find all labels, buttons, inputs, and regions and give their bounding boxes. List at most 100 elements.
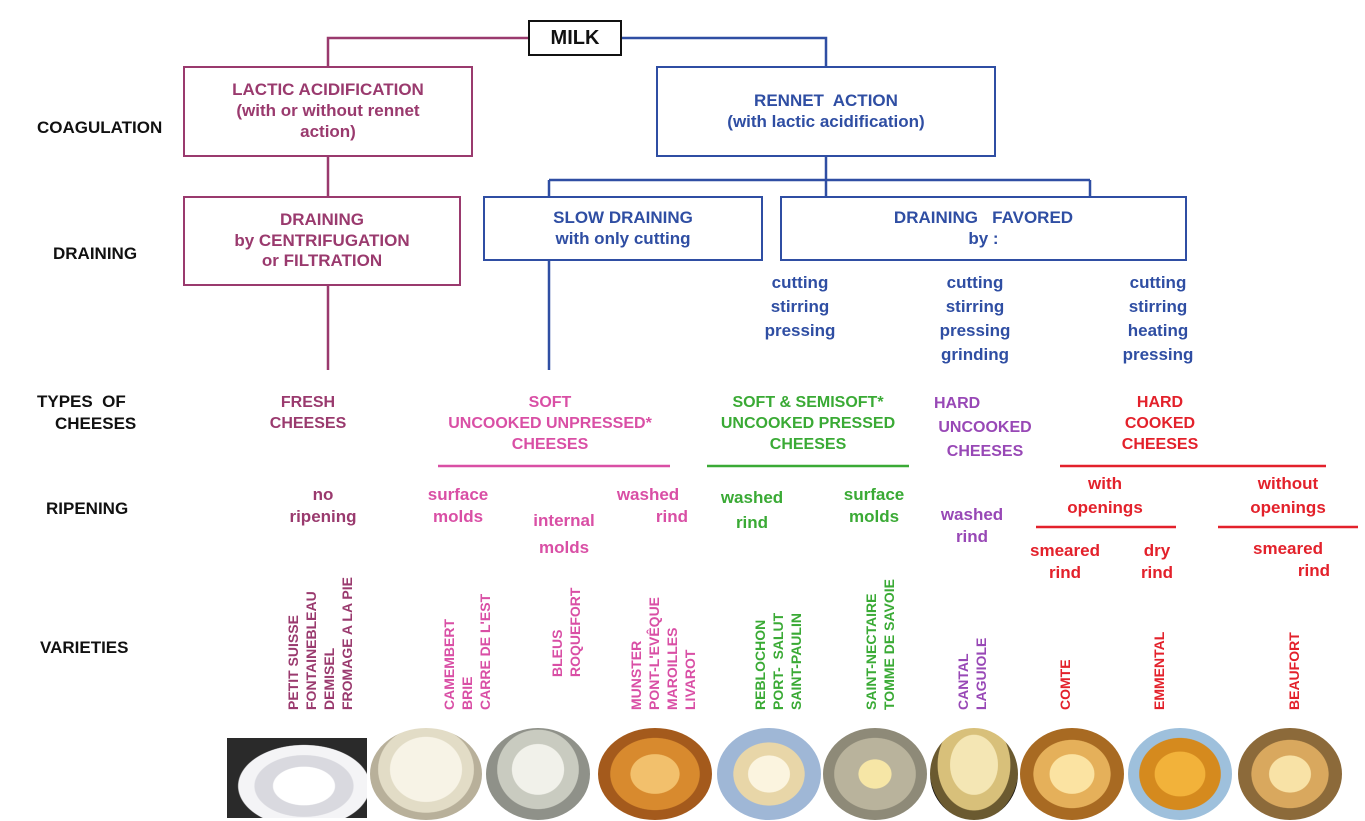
ripening-wr3-line-2: rind <box>955 527 989 546</box>
line-milk-to-rennet <box>622 36 828 66</box>
methods-heating: cutting stirring heating pressing <box>1108 271 1208 367</box>
ripening-wto-line-2: openings <box>1250 498 1326 517</box>
ripening-sr2-line-2: rind <box>1297 561 1330 580</box>
photo-beaufort <box>1238 728 1342 820</box>
varieties-hard-uncooked: CANTAL LAGUIOLE <box>954 608 990 710</box>
variety-reblochon: REBLOCHON <box>752 619 768 710</box>
type-semisoft: SOFT & SEMISOFT* UNCOOKED PRESSED CHEESE… <box>690 392 926 455</box>
ripening-wr2-line-2: rind <box>735 513 769 532</box>
varieties-surface-molds: CAMEMBERT BRIE CARRE DE L'EST <box>440 585 504 710</box>
photo-camembert-brie <box>370 728 482 820</box>
variety-livarot: LIVAROT <box>682 649 698 710</box>
lactic-acidification-box: LACTIC ACIDIFICATION (with or without re… <box>183 66 473 157</box>
variety-demisel: DEMISEL <box>321 647 337 710</box>
lactic-line-3: action) <box>300 121 356 141</box>
type-hard-cooked-line-1: HARD <box>1136 394 1184 411</box>
slow-line-1: SLOW DRAINING <box>553 207 693 227</box>
milk-box: MILK <box>528 20 622 56</box>
slow-draining-box: SLOW DRAINING with only cutting <box>483 196 763 261</box>
type-soft-line-1: SOFT <box>528 394 572 411</box>
variety-pont-leveque: PONT-L'EVÊQUE <box>646 596 662 710</box>
ripening-surface-molds-soft: surface molds <box>408 484 508 528</box>
method-1-line-2: stirring <box>770 297 830 316</box>
ripening-sr1-line-2: rind <box>1048 563 1082 582</box>
ripening-none: no ripening <box>268 484 378 528</box>
ripening-wto-line-1: without <box>1257 474 1319 493</box>
photo-emmental <box>1128 728 1232 820</box>
rennet-line-1: RENNET ACTION <box>754 90 898 110</box>
ripening-wr1-line-1: washed <box>616 485 680 504</box>
ripening-wo-line-1: with <box>1088 474 1122 493</box>
slow-line-2: with only cutting <box>555 228 691 248</box>
photo-bleus-roquefort <box>486 728 590 820</box>
variety-maroilles: MAROILLES <box>664 627 680 710</box>
variety-roquefort: ROQUEFORT <box>567 587 583 677</box>
row-label-ripening: RIPENING <box>46 499 129 518</box>
method-2-line-1: cutting <box>946 273 1004 292</box>
variety-bleus: BLEUS <box>549 629 565 677</box>
photo-washed-soft-cheeses <box>598 728 712 820</box>
ripening-washed-rind-hard: washed rind <box>922 504 1022 548</box>
type-semisoft-line-2: UNCOOKED PRESSED <box>720 415 896 432</box>
type-soft-line-2: UNCOOKED UNPRESSED* <box>448 415 652 432</box>
lactic-line-1: LACTIC ACIDIFICATION <box>232 80 424 100</box>
method-2-line-4: grinding <box>941 345 1009 364</box>
favored-line-1: DRAINING FAVORED <box>893 207 1074 227</box>
ripening-dr-line-1: dry <box>1143 541 1171 560</box>
ripening-none-line-2: ripening <box>289 507 357 526</box>
ripening-wr3-line-1: washed <box>940 505 1004 524</box>
method-3-line-1: cutting <box>1129 273 1187 292</box>
photo-comte <box>1020 728 1124 820</box>
centrifugation-line-1: DRAINING <box>279 209 365 229</box>
ripening-smeared-rind-2: smeared rind <box>1232 538 1344 582</box>
type-hard-uncooked-line-3: CHEESES <box>946 443 1024 460</box>
ripening-dry-rind: dry rind <box>1122 540 1192 584</box>
varieties-comte: COMTE <box>1056 628 1074 710</box>
ripening-sm1-line-1: surface <box>427 485 489 504</box>
variety-munster: MUNSTER <box>628 640 644 710</box>
ripening-sr1-line-1: smeared <box>1030 541 1100 560</box>
varieties-fresh: PETIT SUISSE FONTAINEBLEAU DEMISEL FROMA… <box>284 550 356 710</box>
ripening-wo-line-2: openings <box>1067 498 1143 517</box>
variety-comte: COMTE <box>1057 659 1073 710</box>
variety-cantal: CANTAL <box>955 653 971 710</box>
draining-favored-box: DRAINING FAVORED by : <box>780 196 1187 261</box>
type-semisoft-line-3: CHEESES <box>769 436 847 453</box>
varieties-internal-molds: BLEUS ROQUEFORT <box>548 585 584 677</box>
row-label-coagulation: COAGULATION <box>37 118 163 137</box>
variety-petit-suisse: PETIT SUISSE <box>285 615 301 710</box>
type-hard-cooked-line-2: COOKED <box>1124 415 1196 432</box>
methods-pressed: cutting stirring pressing <box>750 271 850 343</box>
row-label-draining: DRAINING <box>53 244 138 263</box>
type-hard-uncooked-line-2: UNCOOKED <box>938 419 1032 436</box>
type-soft-line-3: CHEESES <box>511 436 589 453</box>
milk-label: MILK <box>550 26 600 49</box>
method-3-line-4: pressing <box>1122 345 1194 364</box>
variety-saint-nectaire: SAINT-NECTAIRE <box>863 593 879 710</box>
method-2-line-2: stirring <box>945 297 1005 316</box>
ripening-washed-rind-soft: washed rind <box>598 484 698 528</box>
variety-laguiole: LAGUIOLE <box>973 637 989 710</box>
row-label-types-line-2: CHEESES <box>55 414 137 434</box>
method-3-line-3: heating <box>1127 321 1189 340</box>
type-hard-uncooked: HARD UNCOOKED CHEESES <box>920 392 1050 464</box>
ripening-washed-rind-pressed: washed rind <box>700 485 804 535</box>
ripening-wr2-line-1: washed <box>720 488 784 507</box>
varieties-washed-pressed: REBLOCHON PORT- SALUT SAINT-PAULIN <box>751 574 805 710</box>
ripening-with-openings: with openings <box>1040 472 1170 520</box>
variety-brie: BRIE <box>459 676 475 710</box>
rennet-line-2: (with lactic acidification) <box>727 111 925 131</box>
ripening-without-openings: without openings <box>1220 472 1356 520</box>
method-2-line-3: pressing <box>939 321 1011 340</box>
ripening-dr-line-2: rind <box>1140 563 1174 582</box>
row-label-types-line-1: TYPES OF <box>37 392 126 411</box>
ripening-internal-molds: internal molds <box>514 507 614 561</box>
ripening-wr1-line-2: rind <box>655 507 688 526</box>
type-fresh: FRESH CHEESES <box>248 392 368 434</box>
variety-camembert: CAMEMBERT <box>441 619 457 710</box>
ripening-smeared-rind-1: smeared rind <box>1010 540 1120 584</box>
row-label-types: TYPES OF CHEESES <box>37 391 136 435</box>
ripening-surface-molds-pressed: surface molds <box>824 484 924 528</box>
type-fresh-line-2: CHEESES <box>269 415 347 432</box>
